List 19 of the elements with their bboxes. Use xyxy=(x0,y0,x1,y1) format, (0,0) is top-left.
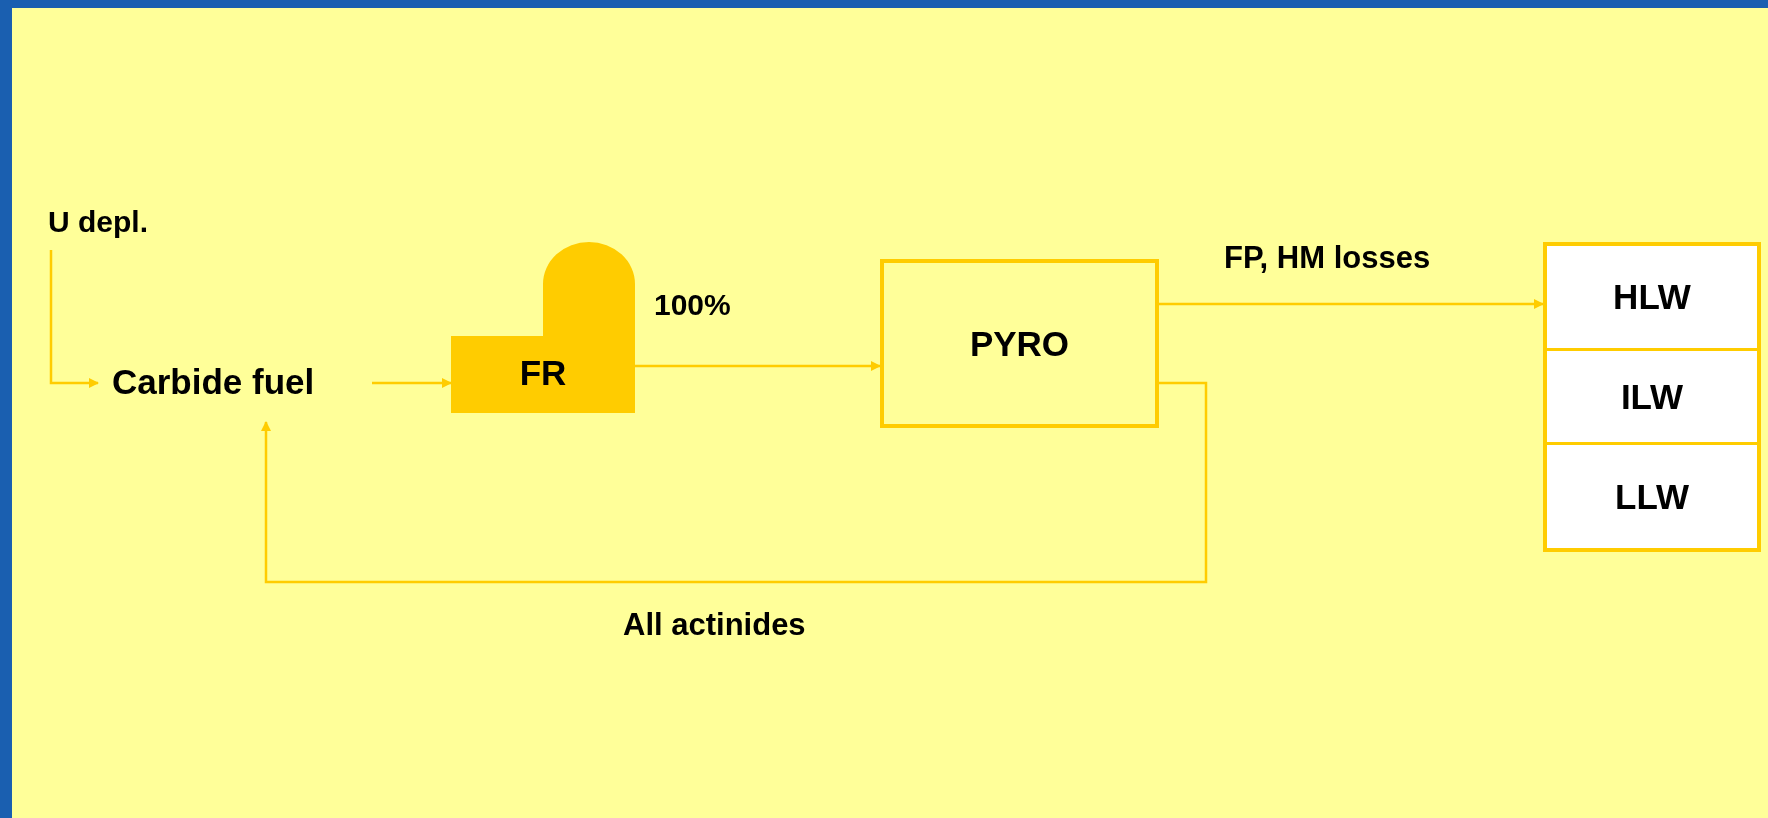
waste-cell xyxy=(1547,445,1757,548)
flow-arrow xyxy=(261,381,1208,584)
process-label: PYRO xyxy=(968,323,1071,364)
process-box xyxy=(880,259,1159,428)
waste-class-label: ILW xyxy=(1619,376,1685,417)
waste-container xyxy=(1543,242,1761,552)
process-label: FR xyxy=(518,353,568,393)
flow-arrow xyxy=(49,250,99,388)
flow-arrow xyxy=(372,378,452,388)
reactor-shape xyxy=(451,242,635,413)
waste-cell xyxy=(1547,246,1757,348)
flow-arrow xyxy=(1159,299,1544,309)
waste-cell xyxy=(1547,351,1757,442)
percentage-label: 100% xyxy=(653,288,732,322)
flow-label: U depl. xyxy=(48,205,148,239)
waste-class-label: LLW xyxy=(1614,476,1690,517)
flow-label: Carbide fuel xyxy=(112,362,315,402)
flow-arrow xyxy=(635,361,881,371)
waste-class-label: HLW xyxy=(1612,277,1692,317)
